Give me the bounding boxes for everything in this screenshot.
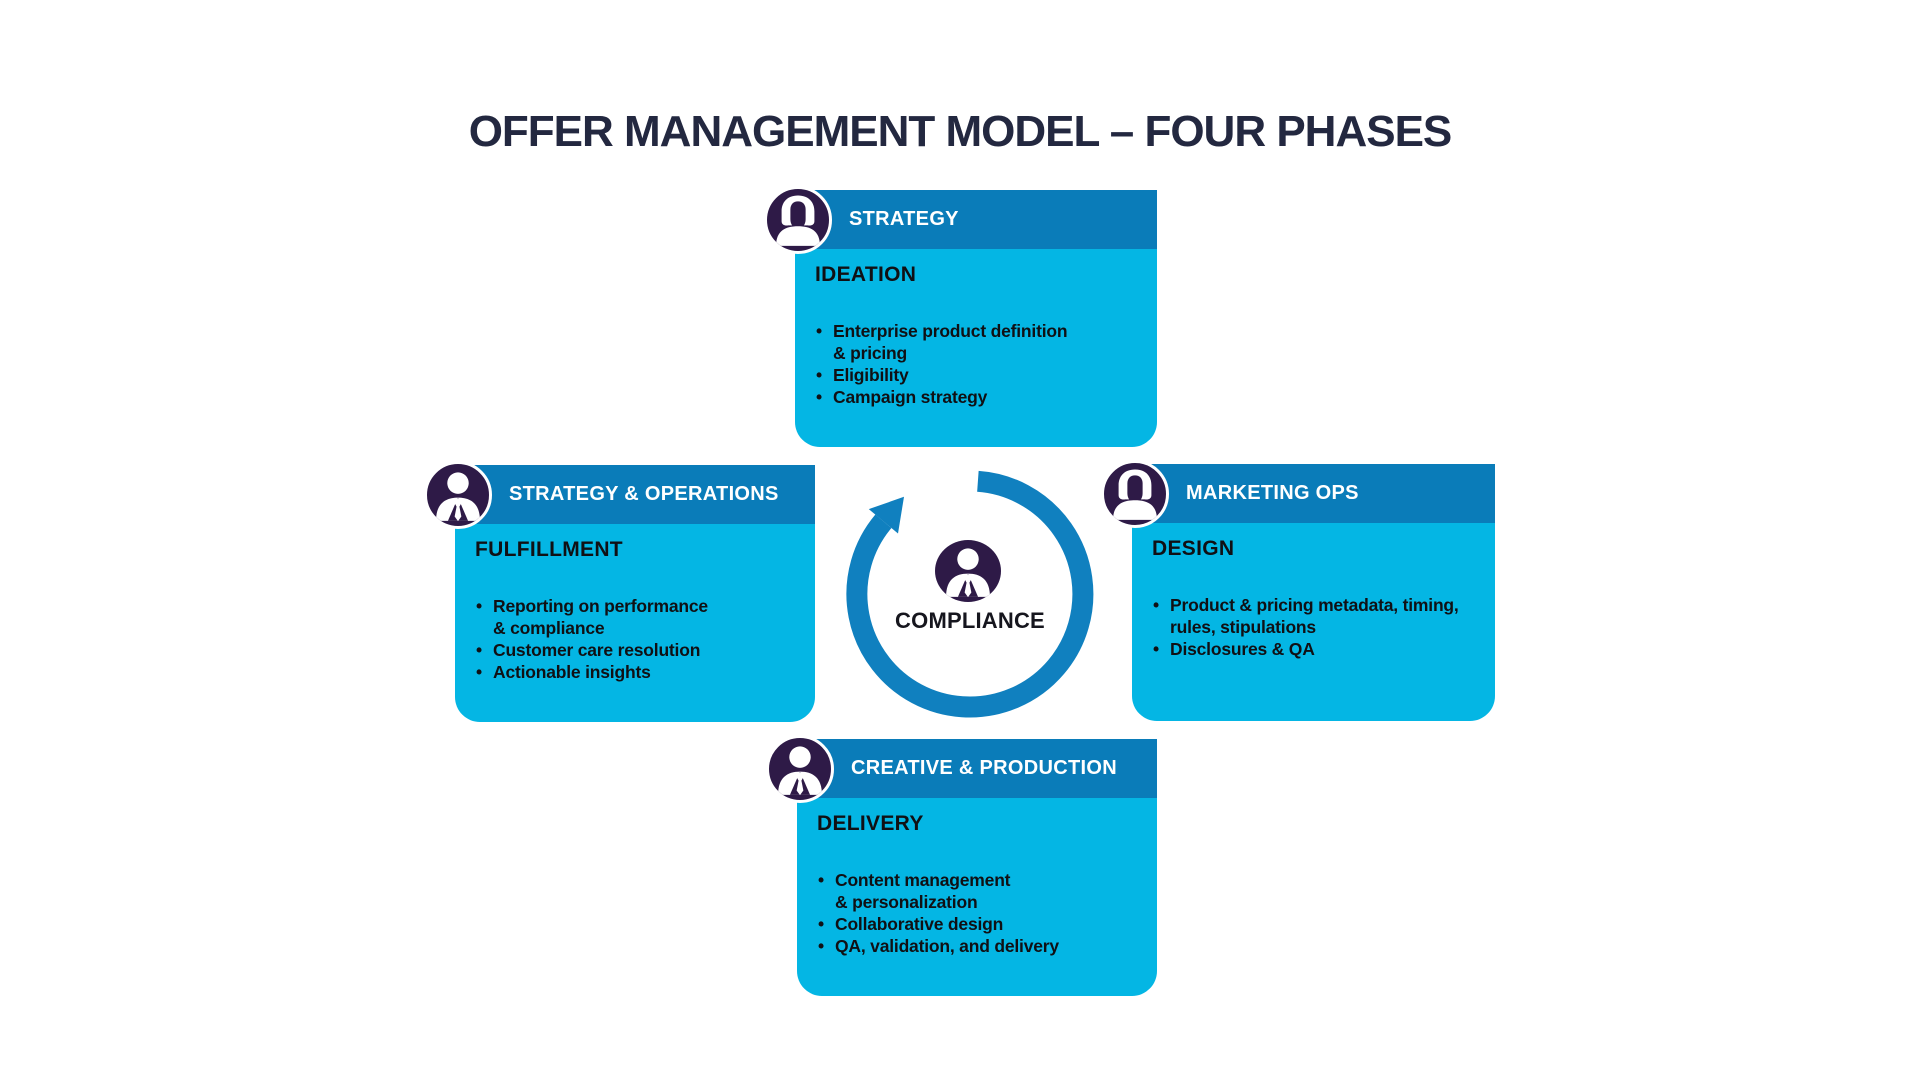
card-strategy-operations-body: FULFILLMENT Reporting on performance & c… — [455, 524, 815, 722]
card-header-label: STRATEGY & OPERATIONS — [509, 483, 779, 505]
bullet-item: Collaborative design — [817, 913, 1145, 935]
card-strategy-header: STRATEGY — [764, 186, 1157, 254]
bullet-item: Actionable insights — [475, 661, 803, 683]
card-subtitle: IDEATION — [815, 263, 917, 286]
bullet-item: Customer care resolution — [475, 639, 803, 661]
card-header-label: MARKETING OPS — [1186, 482, 1359, 504]
page-title: OFFER MANAGEMENT MODEL – FOUR PHASES — [468, 107, 1453, 157]
card-strategy-operations-header: STRATEGY & OPERATIONS — [424, 461, 815, 529]
compliance-label: COMPLIANCE — [895, 608, 1045, 633]
card-strategy-operations: STRATEGY & OPERATIONS FULFILLMENT Report… — [424, 461, 815, 722]
card-marketing-ops-body: DESIGN Product & pricing metadata, timin… — [1132, 523, 1495, 721]
bullet-list: Product & pricing metadata, timing, rule… — [1152, 594, 1483, 660]
card-strategy: STRATEGY IDEATION Enterprise product def… — [764, 186, 1157, 447]
card-creative-production-body: DELIVERY Content management & personaliz… — [797, 798, 1157, 996]
bullet-list: Content management & personalization Col… — [817, 869, 1145, 957]
person-male-icon — [935, 540, 1001, 602]
card-strategy-body: IDEATION Enterprise product definition &… — [795, 249, 1157, 447]
card-subtitle: FULFILLMENT — [475, 538, 623, 561]
person-male-icon — [424, 461, 492, 529]
bullet-item: Disclosures & QA — [1152, 638, 1483, 660]
card-subtitle: DELIVERY — [817, 812, 924, 835]
bullet-item: Reporting on performance & compliance — [475, 595, 803, 639]
bullet-list: Reporting on performance & compliance Cu… — [475, 595, 803, 683]
card-creative-production: CREATIVE & PRODUCTION DELIVERY Content m… — [766, 735, 1157, 996]
card-subtitle: DESIGN — [1152, 537, 1235, 560]
bullet-item: Eligibility — [815, 364, 1145, 386]
compliance-cycle: COMPLIANCE — [840, 464, 1100, 724]
card-header-label: CREATIVE & PRODUCTION — [851, 757, 1117, 779]
card-creative-production-header: CREATIVE & PRODUCTION — [766, 735, 1157, 803]
bullet-item: Enterprise product definition & pricing — [815, 320, 1145, 364]
person-female-icon — [764, 186, 832, 254]
bullet-item: Content management & personalization — [817, 869, 1145, 913]
bullet-item: Campaign strategy — [815, 386, 1145, 408]
bullet-item: QA, validation, and delivery — [817, 935, 1145, 957]
card-marketing-ops: MARKETING OPS DESIGN Product & pricing m… — [1101, 460, 1495, 721]
person-male-icon — [766, 735, 834, 803]
card-marketing-ops-header: MARKETING OPS — [1101, 460, 1495, 528]
card-header-label: STRATEGY — [849, 208, 959, 230]
person-female-icon — [1101, 460, 1169, 528]
bullet-list: Enterprise product definition & pricing … — [815, 320, 1145, 408]
clockwise-cycle-arrow-icon — [846, 470, 1094, 718]
bullet-item: Product & pricing metadata, timing, rule… — [1152, 594, 1483, 638]
